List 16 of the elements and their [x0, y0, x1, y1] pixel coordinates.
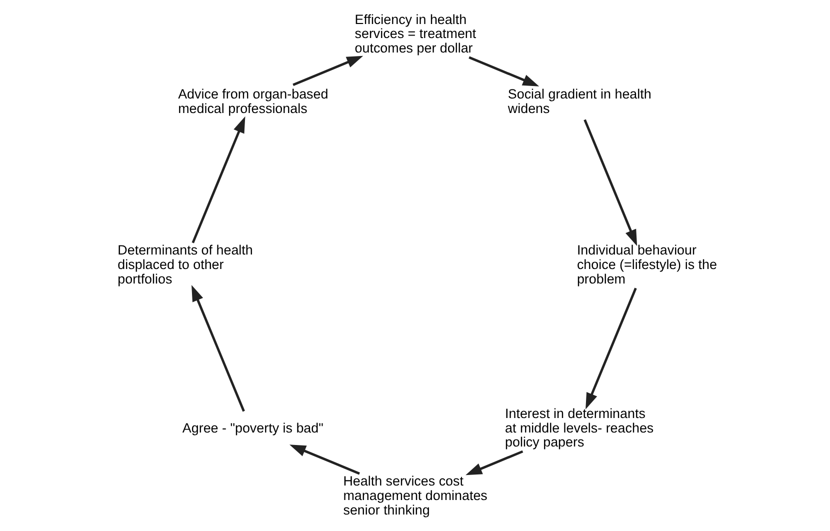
arrow: [468, 56, 539, 86]
node-text: Efficiency in health services = treatment outcomes per dollar: [354, 12, 476, 56]
arrow: [583, 119, 637, 246]
node-text: Health services cost management dominates senior thinking: [342, 473, 487, 518]
node-text: Advice from organ-based medical professionals: [178, 86, 328, 116]
node-text: Individual behaviour choice (=lifestyle) is the problem: [576, 242, 716, 286]
node-text: Social gradient in health widens: [507, 86, 651, 116]
arrow: [191, 284, 244, 412]
node-text: Interest in determinants at middle levels- reaches policy papers: [504, 406, 654, 450]
arrow: [465, 450, 523, 476]
arrow: [191, 116, 245, 244]
arrow: [288, 444, 360, 475]
arrow: [292, 56, 363, 86]
node-text: Determinants of health displaced to other portfolios: [117, 242, 252, 286]
node-text: Agree - "poverty is bad": [182, 420, 323, 436]
arrow: [585, 288, 636, 410]
